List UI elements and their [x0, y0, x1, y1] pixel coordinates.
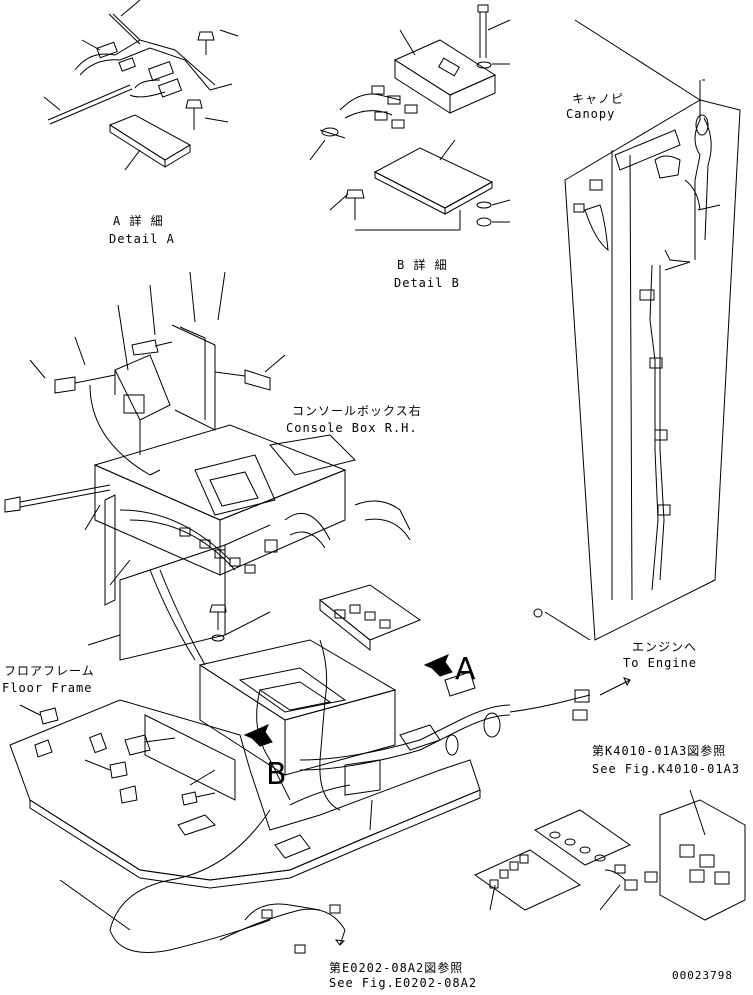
reference-e0202-jp: 第E0202-08A2図参照 — [329, 961, 464, 975]
detail-b-drawing — [310, 5, 510, 230]
to-engine-label-en: To Engine — [623, 656, 698, 670]
reference-e0202-en: See Fig.E0202-08A2 — [329, 976, 478, 990]
reference-k4010-en: See Fig.K4010-01A3 — [592, 762, 741, 776]
drawing-number: 00023798 — [672, 969, 733, 982]
console-box-label-jp: コンソールボックス右 — [292, 404, 422, 418]
canopy-label-jp: キャノピ — [572, 92, 625, 106]
view-b-arrow — [245, 725, 272, 746]
detail-a-label-en: Detail A — [109, 232, 175, 246]
view-arrows — [245, 655, 452, 746]
detail-a-drawing — [44, 0, 238, 170]
floor-frame-label-jp: フロアフレーム — [4, 664, 95, 678]
view-a-marker: A — [455, 652, 476, 687]
console-box-drawing — [5, 272, 410, 665]
console-box-label-en: Console Box R.H. — [286, 421, 418, 435]
reference-k4010-jp: 第K4010-01A3図参照 — [592, 744, 727, 758]
detail-b-label-jp: B 詳 細 — [397, 258, 448, 272]
canopy-drawing — [534, 20, 740, 640]
floor-frame-drawing — [10, 585, 745, 953]
detail-b-label-en: Detail B — [394, 276, 460, 290]
detail-a-label-jp: A 詳 細 — [113, 214, 164, 228]
view-a-arrow — [425, 655, 452, 676]
floor-frame-label-en: Floor Frame — [2, 681, 93, 695]
canopy-label-en: Canopy — [566, 107, 616, 121]
to-engine-label-jp: エンジンへ — [632, 640, 698, 654]
view-b-marker: B — [266, 757, 287, 792]
